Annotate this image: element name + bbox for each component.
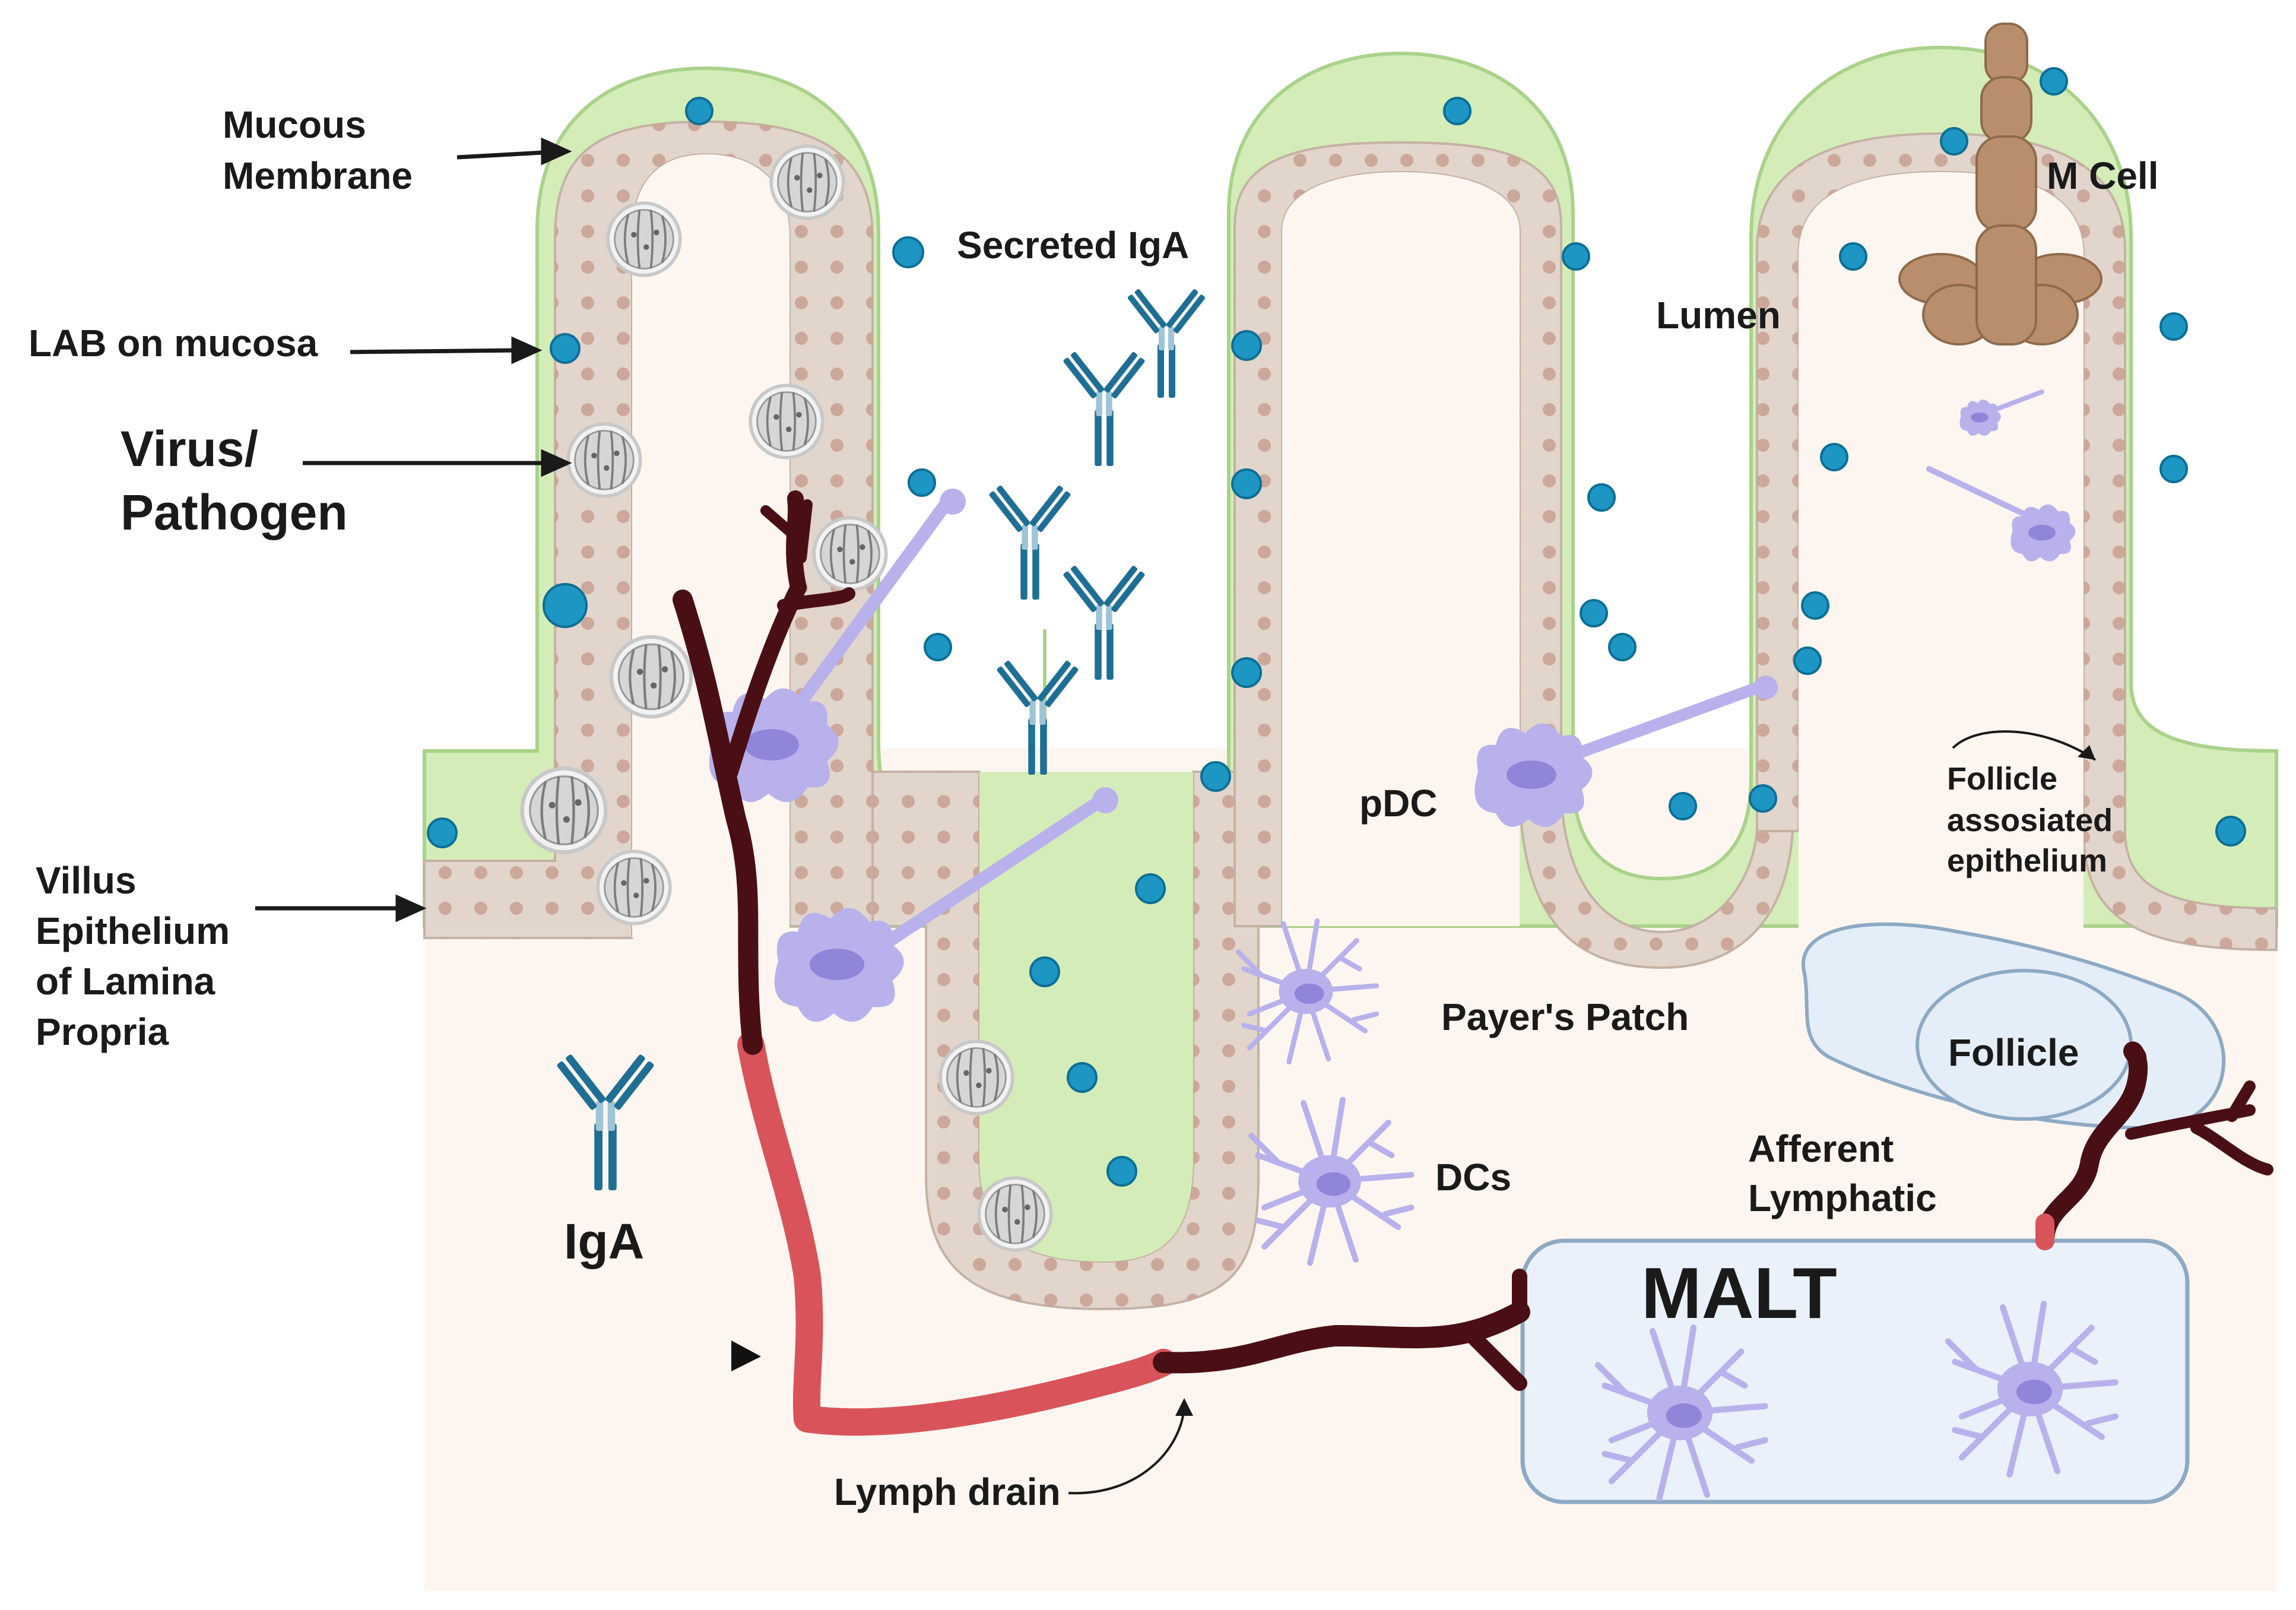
afferent-lymphatic-label: Lymphatic xyxy=(1748,1177,1937,1219)
sampling-dendritic-cells xyxy=(709,389,2076,1022)
follicle-associated-epithelium-label: assosiated xyxy=(1947,803,2113,838)
mucous-membrane-label: Mucous xyxy=(223,103,366,146)
crypt-nuclei xyxy=(873,772,1258,1309)
virus-icon xyxy=(522,769,606,852)
villus-epithelium-label: of Lamina xyxy=(36,960,215,1003)
lab-on-mucosa-label: LAB on mucosa xyxy=(28,322,318,365)
villus-epithelium-label: Propria xyxy=(36,1010,169,1053)
secreted-iga-label: Secreted IgA xyxy=(957,224,1189,267)
lab-dots xyxy=(427,67,2246,1187)
flow-arrowhead xyxy=(731,1340,761,1371)
villus-core-3 xyxy=(1799,172,2083,938)
malt-label: MALT xyxy=(1641,1253,1837,1333)
m-cell-label: M Cell xyxy=(2047,154,2158,197)
follicle xyxy=(1802,922,2226,1130)
virus-icon xyxy=(608,203,680,275)
virus-pathogen-label: Virus/ xyxy=(120,421,258,477)
virus-icon xyxy=(771,146,843,218)
follicle-label: Follicle xyxy=(1948,1031,2079,1074)
curved-arrow-head xyxy=(1175,1398,1193,1416)
pointer-arrows xyxy=(255,137,572,923)
virus-icon xyxy=(750,385,823,458)
malt-box xyxy=(1520,1238,2190,1504)
curved-arrows xyxy=(1068,730,2097,1495)
pdc-label: pDC xyxy=(1359,782,1438,825)
follicle-associated-epithelium-label: Follicle xyxy=(1947,761,2057,797)
virus-icon xyxy=(598,851,670,924)
virus-icon xyxy=(611,637,691,717)
villus-epithelium-label: Villus xyxy=(36,859,137,902)
villus-nuclei-3 xyxy=(1757,134,2276,950)
iga-label: IgA xyxy=(564,1213,644,1269)
payers-patch-label: Payer's Patch xyxy=(1441,996,1689,1038)
villus-epithelium-label: Epithelium xyxy=(36,909,230,952)
m-cell xyxy=(1898,23,2102,346)
virus-pathogen-label: Pathogen xyxy=(120,484,348,540)
dcs-label: DCs xyxy=(1435,1156,1511,1199)
virus-icon xyxy=(979,1178,1051,1250)
follicle-associated-epithelium-label: epithelium xyxy=(1947,843,2107,879)
lymph-vessels xyxy=(673,490,2273,1436)
lymph-drain-label: Lymph drain xyxy=(834,1470,1061,1513)
afferent-lymphatic-label: Afferent xyxy=(1748,1127,1894,1170)
villus-core-2 xyxy=(1282,172,1520,926)
mucous-membrane-label: Membrane xyxy=(223,154,413,197)
virus-icon xyxy=(814,518,886,590)
lumen-label: Lumen xyxy=(1656,294,1781,337)
virus-icon xyxy=(940,1041,1013,1114)
curved-arrow-head xyxy=(2078,745,2095,760)
virus-icon xyxy=(568,424,640,496)
